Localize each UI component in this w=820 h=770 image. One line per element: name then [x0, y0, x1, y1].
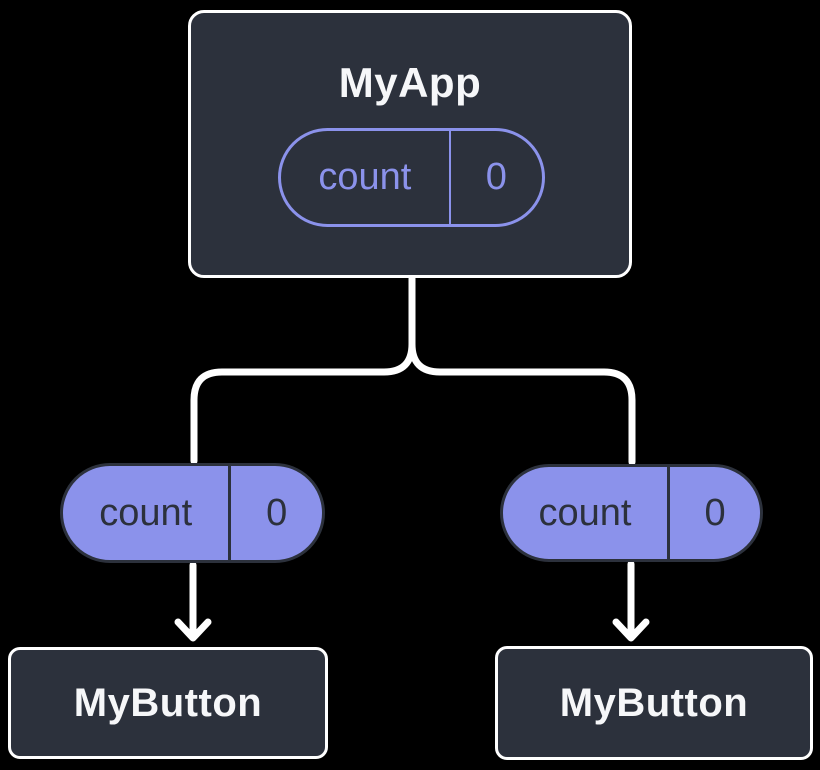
left-mybutton-component-box: MyButton [8, 647, 328, 759]
myapp-title: MyApp [338, 59, 482, 106]
right-mybutton-label: MyButton [559, 680, 749, 725]
root-state-name: count [281, 131, 451, 224]
myapp-component-box: MyApp [188, 10, 632, 278]
right-mybutton-component-box: MyButton [495, 646, 813, 760]
connector-root-to-right [408, 275, 636, 466]
right-child-state-pill: count 0 [500, 464, 763, 562]
arrow-right-head-icon [612, 618, 650, 642]
root-state-pill: count 0 [278, 128, 545, 227]
left-state-value: 0 [266, 491, 288, 534]
left-mybutton-label: MyButton [73, 680, 263, 725]
root-state-value: 0 [485, 156, 507, 198]
left-state-name: count [63, 466, 232, 560]
right-state-name: count [503, 467, 671, 559]
arrow-left-head-icon [174, 618, 212, 642]
right-state-value: 0 [704, 491, 726, 534]
connector-root-to-left [190, 275, 416, 465]
left-child-state-pill: count 0 [60, 463, 325, 563]
